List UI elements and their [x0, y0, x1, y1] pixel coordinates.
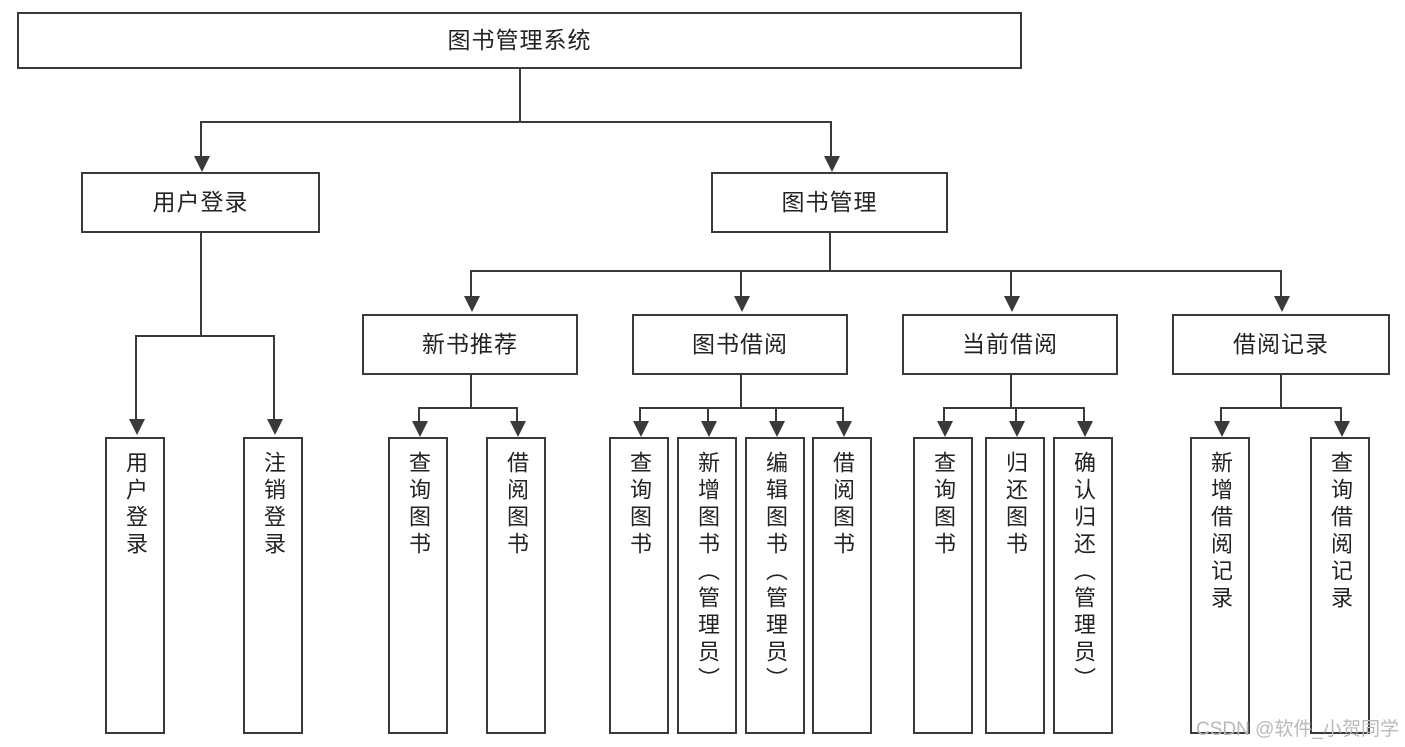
arrowhead-root_to_level1-0: [194, 156, 210, 172]
connector-stem-book_borrow_to_leaves: [740, 375, 742, 407]
connector-drop-book_manage_to_level2-2: [1010, 270, 1012, 296]
node-leaf-rec-query: 查询图书: [388, 437, 448, 734]
arrowhead-user_login_to_leaves-0: [129, 419, 145, 435]
node-label: 用户登录: [152, 189, 249, 216]
arrowhead-book_borrow_to_leaves-3: [836, 421, 852, 437]
node-label: 图书管理: [781, 189, 878, 216]
node-label: 注销登录: [261, 451, 286, 559]
node-label: 查询图书: [406, 451, 431, 559]
node-label: 用户登录: [123, 451, 148, 559]
node-leaf-cur-return: 归还图书: [985, 437, 1045, 734]
connector-bar-borrow_record_to_leaves: [1220, 407, 1340, 409]
node-label: 新增图书（管理员）: [695, 451, 720, 694]
node-user-login: 用户登录: [81, 172, 320, 233]
node-leaf-rec-add: 新增借阅记录: [1190, 437, 1250, 734]
arrowhead-root_to_level1-1: [824, 156, 840, 172]
arrowhead-book_borrow_to_leaves-0: [633, 421, 649, 437]
watermark: CSDN @软件_小贺同学: [1196, 719, 1399, 740]
connector-drop-borrow_record_to_leaves-0: [1220, 407, 1222, 421]
arrowhead-book_manage_to_level2-1: [734, 296, 750, 312]
connector-bar-current_borrow_to_leaves: [943, 407, 1083, 409]
arrowhead-new_book_rec_to_leaves-1: [510, 421, 526, 437]
connector-drop-user_login_to_leaves-0: [135, 335, 137, 419]
node-label: 确认归还（管理员）: [1071, 451, 1096, 694]
connector-bar-new_book_rec_to_leaves: [418, 407, 516, 409]
arrowhead-user_login_to_leaves-1: [267, 419, 283, 435]
node-label: 图书管理系统: [447, 27, 592, 54]
node-book-manage: 图书管理: [711, 172, 948, 233]
node-leaf-borrow-edit: 编辑图书（管理员）: [745, 437, 805, 734]
node-leaf-borrow-query: 查询图书: [609, 437, 669, 734]
node-label: 借阅图书: [830, 451, 855, 559]
connector-stem-book_manage_to_level2: [829, 233, 831, 270]
arrowhead-borrow_record_to_leaves-0: [1214, 421, 1230, 437]
arrowhead-current_borrow_to_leaves-1: [1009, 421, 1025, 437]
connector-drop-book_manage_to_level2-1: [740, 270, 742, 296]
connector-drop-new_book_rec_to_leaves-1: [516, 407, 518, 421]
connector-drop-book_manage_to_level2-0: [470, 270, 472, 296]
node-borrow-record: 借阅记录: [1172, 314, 1390, 375]
node-new-book-rec: 新书推荐: [362, 314, 578, 375]
connector-drop-book_borrow_to_leaves-3: [842, 407, 844, 421]
node-leaf-rec-search: 查询借阅记录: [1310, 437, 1370, 734]
connector-drop-user_login_to_leaves-1: [273, 335, 275, 419]
connector-stem-new_book_rec_to_leaves: [470, 375, 472, 407]
node-leaf-user-logout: 注销登录: [243, 437, 303, 734]
connector-drop-current_borrow_to_leaves-1: [1015, 407, 1017, 421]
node-leaf-borrow-do: 借阅图书: [812, 437, 872, 734]
node-leaf-user-login: 用户登录: [105, 437, 165, 734]
connector-drop-root_to_level1-0: [200, 121, 202, 156]
connector-drop-current_borrow_to_leaves-0: [943, 407, 945, 421]
connector-stem-root_to_level1: [519, 69, 521, 121]
connector-drop-book_borrow_to_leaves-1: [707, 407, 709, 421]
node-label: 借阅图书: [504, 451, 529, 559]
arrowhead-book_manage_to_level2-0: [464, 296, 480, 312]
node-book-borrow: 图书借阅: [632, 314, 848, 375]
connector-stem-user_login_to_leaves: [200, 233, 202, 335]
connector-bar-root_to_level1: [200, 121, 830, 123]
connector-drop-book_manage_to_level2-3: [1280, 270, 1282, 296]
connector-drop-root_to_level1-1: [830, 121, 832, 156]
node-label: 查询借阅记录: [1328, 451, 1353, 613]
arrowhead-borrow_record_to_leaves-1: [1334, 421, 1350, 437]
node-current-borrow: 当前借阅: [902, 314, 1118, 375]
node-label: 图书借阅: [692, 331, 788, 358]
arrowhead-book_manage_to_level2-2: [1004, 296, 1020, 312]
arrowhead-current_borrow_to_leaves-2: [1077, 421, 1093, 437]
node-label: 当前借阅: [962, 331, 1058, 358]
arrowhead-new_book_rec_to_leaves-0: [412, 421, 428, 437]
connector-drop-current_borrow_to_leaves-2: [1083, 407, 1085, 421]
node-label: 新增借阅记录: [1208, 451, 1233, 613]
node-leaf-rec-borrow: 借阅图书: [486, 437, 546, 734]
node-label: 查询图书: [931, 451, 956, 559]
connector-bar-book_manage_to_level2: [470, 270, 1280, 272]
node-leaf-cur-confirm: 确认归还（管理员）: [1053, 437, 1113, 734]
arrowhead-book_borrow_to_leaves-1: [701, 421, 717, 437]
arrowhead-book_borrow_to_leaves-2: [769, 421, 785, 437]
connector-bar-book_borrow_to_leaves: [639, 407, 842, 409]
connector-drop-book_borrow_to_leaves-2: [775, 407, 777, 421]
node-root: 图书管理系统: [17, 12, 1022, 69]
connector-drop-book_borrow_to_leaves-0: [639, 407, 641, 421]
connector-bar-user_login_to_leaves: [135, 335, 273, 337]
arrowhead-current_borrow_to_leaves-0: [937, 421, 953, 437]
node-label: 借阅记录: [1233, 331, 1329, 358]
node-label: 新书推荐: [422, 331, 518, 358]
arrowhead-book_manage_to_level2-3: [1274, 296, 1290, 312]
node-label: 归还图书: [1003, 451, 1028, 559]
connector-stem-current_borrow_to_leaves: [1010, 375, 1012, 407]
connector-drop-borrow_record_to_leaves-1: [1340, 407, 1342, 421]
node-leaf-borrow-add: 新增图书（管理员）: [677, 437, 737, 734]
node-label: 编辑图书（管理员）: [763, 451, 788, 694]
connector-stem-borrow_record_to_leaves: [1280, 375, 1282, 407]
connector-drop-new_book_rec_to_leaves-0: [418, 407, 420, 421]
node-label: 查询图书: [627, 451, 652, 559]
node-leaf-cur-query: 查询图书: [913, 437, 973, 734]
